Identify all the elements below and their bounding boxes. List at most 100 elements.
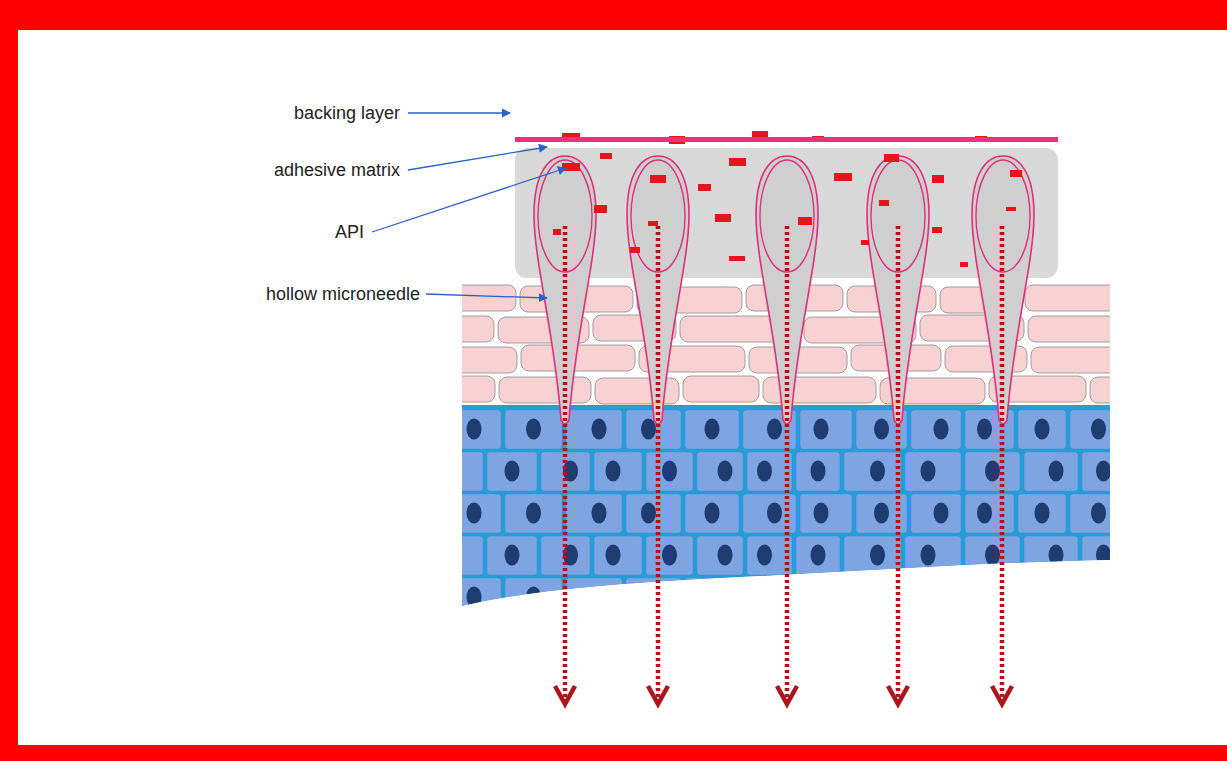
- cell-nucleus: [814, 587, 829, 608]
- cell-nucleus: [662, 545, 677, 566]
- skin-cell: [1031, 347, 1150, 373]
- flow-arrowhead: [777, 686, 797, 704]
- cell-nucleus: [977, 419, 992, 440]
- cell-nucleus: [526, 503, 541, 524]
- epidermis-cell: [905, 536, 962, 576]
- leader-line: [408, 112, 510, 113]
- needle-reservoir: [538, 160, 592, 272]
- epidermis-cell: [505, 410, 563, 450]
- cell-nucleus: [505, 545, 520, 566]
- api-particle: [1010, 170, 1022, 177]
- cell-nucleus: [606, 545, 621, 566]
- cell-nucleus: [641, 503, 656, 524]
- hollow-microneedles: [534, 156, 1034, 424]
- epidermis-cell: [965, 536, 1021, 576]
- epidermis-cell: [844, 452, 902, 492]
- skin-cell: [1090, 377, 1179, 403]
- cell-nucleus: [870, 461, 885, 482]
- backing-layer: [515, 137, 1058, 142]
- cell-nucleus: [1091, 587, 1106, 608]
- cell-nucleus: [767, 587, 782, 608]
- api-particle: [648, 221, 658, 226]
- flow-arrowhead: [992, 686, 1012, 704]
- epidermis-cell: [626, 494, 682, 534]
- cell-nucleus: [641, 587, 656, 608]
- epidermis-cell: [505, 494, 563, 534]
- epidermis-cell: [594, 452, 643, 492]
- cell-nucleus: [811, 545, 826, 566]
- cell-nucleus: [705, 419, 720, 440]
- cell-nucleus: [985, 545, 1000, 566]
- cell-nucleus: [921, 461, 936, 482]
- cell-nucleus: [814, 503, 829, 524]
- skin-cell: [1025, 285, 1143, 311]
- cell-nucleus: [526, 587, 541, 608]
- flow-arrow: [563, 226, 568, 700]
- epidermis-cell: [800, 410, 853, 450]
- needle-reservoir: [976, 160, 1030, 272]
- epidermis-cell: [1024, 536, 1079, 576]
- epidermis-cell: [646, 536, 694, 576]
- cell-nucleus: [526, 419, 541, 440]
- epidermis-cell: [796, 452, 841, 492]
- cell-nucleus: [445, 461, 460, 482]
- needle-reservoir: [631, 160, 685, 272]
- cell-nucleus: [1035, 503, 1050, 524]
- epidermis-cell: [432, 536, 484, 576]
- epidermis-cell: [1070, 578, 1118, 618]
- cell-nucleus: [1132, 419, 1147, 440]
- leader-line: [426, 294, 547, 298]
- cell-nucleus: [705, 587, 720, 608]
- skin-cell: [440, 347, 517, 373]
- epidermis-cell: [487, 536, 538, 576]
- cell-nucleus: [874, 587, 889, 608]
- api-particle: [553, 229, 561, 235]
- leader-lines: [372, 113, 566, 298]
- cell-nucleus: [1096, 461, 1111, 482]
- skin-cell: [395, 316, 494, 342]
- epidermis-cell: [566, 578, 623, 618]
- epidermis-cell: [1018, 494, 1067, 534]
- skin-cell: [499, 377, 591, 403]
- flow-arrowhead: [555, 686, 575, 704]
- flow-arrowhead: [648, 686, 668, 704]
- epidermis-cell: [911, 578, 962, 618]
- part-label: API: [335, 221, 364, 243]
- api-particle: [834, 173, 852, 181]
- epidermis-cell: [457, 494, 502, 534]
- epidermis-cell: [796, 536, 841, 576]
- epidermis-cell: [594, 536, 643, 576]
- api-particle: [698, 184, 711, 191]
- epidermis-cell: [905, 452, 962, 492]
- epidermis-cell: [505, 578, 563, 618]
- epidermis-cell: [685, 410, 740, 450]
- epidermis-cell: [1018, 578, 1067, 618]
- cell-nucleus: [811, 461, 826, 482]
- api-particle: [630, 247, 640, 253]
- flow-arrow: [1000, 226, 1005, 700]
- cell-nucleus: [977, 587, 992, 608]
- api-particle: [861, 240, 869, 245]
- epidermis-cell: [1070, 410, 1118, 450]
- epidermis-cell: [965, 578, 1015, 618]
- cell-nucleus: [606, 461, 621, 482]
- white-ground: [18, 30, 1227, 745]
- epidermis-cell: [1024, 452, 1079, 492]
- epidermis-cell: [965, 452, 1021, 492]
- cell-nucleus: [641, 419, 656, 440]
- cell-nucleus: [1132, 503, 1147, 524]
- epidermis-cell: [685, 494, 740, 534]
- epidermis-cell: [911, 410, 962, 450]
- cell-nucleus: [874, 503, 889, 524]
- api-particle: [960, 262, 968, 267]
- cell-nucleus: [505, 461, 520, 482]
- part-label: hollow microneedle: [266, 283, 420, 305]
- cell-nucleus: [592, 419, 607, 440]
- epidermis-cell: [626, 578, 682, 618]
- cell-nucleus: [445, 545, 460, 566]
- cell-nucleus: [1096, 545, 1111, 566]
- epidermis-cell: [697, 452, 744, 492]
- epidermis-cell: [432, 452, 484, 492]
- cell-nucleus: [1091, 419, 1106, 440]
- epidermis-cell: [487, 452, 538, 492]
